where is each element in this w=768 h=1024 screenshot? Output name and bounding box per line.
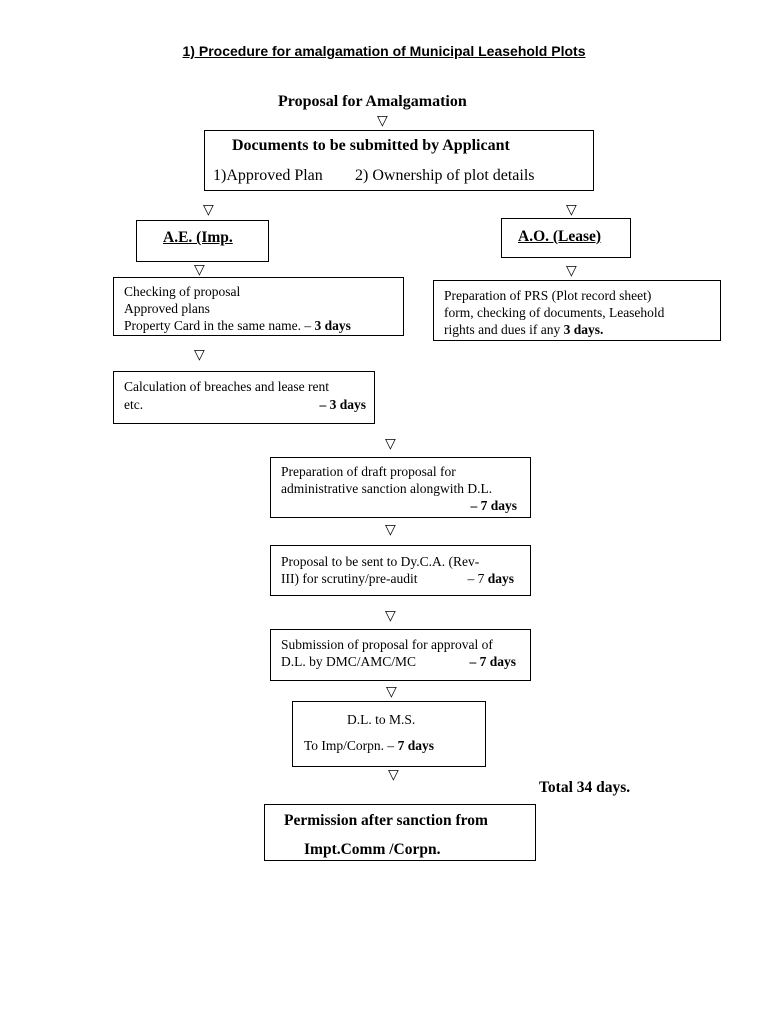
arrow-down-icon: ▽ [388,767,399,783]
documents-item-ownership: 2) Ownership of plot details [355,167,535,184]
arrow-down-icon: ▽ [194,262,205,278]
breaches-line-2: etc. [124,397,144,412]
dl-days: 7 days [397,738,434,753]
submission-days: – 7 days [469,654,516,669]
prs-box: Preparation of PRS (Plot record sheet) f… [433,280,721,341]
permission-line-1: Permission after sanction from [284,812,488,829]
dyca-days: days [487,571,514,586]
breaches-line-1: Calculation of breaches and lease rent [124,379,330,394]
submission-box: Submission of proposal for approval of D… [270,629,531,681]
documents-box: Documents to be submitted by Applicant 1… [204,130,594,191]
draft-line-2: administrative sanction alongwith D.L. [281,481,493,496]
ae-imp-label: A.E. (Imp. [163,229,233,246]
checking-line-2: Approved plans [124,301,210,316]
permission-line-2: Impt.Comm /Corpn. [304,841,441,858]
prs-line-2: form, checking of documents, Leasehold [444,305,665,320]
prs-days: 3 days. [563,322,604,337]
dl-line-1: D.L. to M.S. [347,712,416,727]
breaches-box: Calculation of breaches and lease rent e… [113,371,375,424]
checking-line-1: Checking of proposal [124,284,241,299]
submission-line-1: Submission of proposal for approval of [281,637,493,652]
arrow-down-icon: ▽ [194,347,205,363]
arrow-down-icon: ▽ [566,202,577,218]
breaches-days: – 3 days [319,397,366,412]
dl-line-2: To Imp/Corpn. – [304,738,395,753]
arrow-down-icon: ▽ [566,263,577,279]
prs-line-3: rights and dues if any [444,322,564,337]
arrow-down-icon: ▽ [377,113,388,129]
ae-imp-box: A.E. (Imp. [136,220,269,262]
permission-box: Permission after sanction from Impt.Comm… [264,804,536,861]
arrow-down-icon: ▽ [385,436,396,452]
ao-lease-box: A.O. (Lease) [501,218,631,258]
ao-lease-label: A.O. (Lease) [518,228,602,245]
checking-days: 3 days [314,318,351,333]
proposal-heading: Proposal for Amalgamation [278,93,467,110]
total-days: Total 34 days. [539,779,631,796]
page-title: 1) Procedure for amalgamation of Municip… [182,43,586,59]
prs-line-1: Preparation of PRS (Plot record sheet) [444,288,652,303]
arrow-down-icon: ▽ [386,684,397,700]
dyca-dash: – 7 [467,571,485,586]
documents-heading: Documents to be submitted by Applicant [232,137,510,154]
dl-ms-box: D.L. to M.S. To Imp/Corpn. – 7 days [292,701,486,767]
draft-proposal-box: Preparation of draft proposal for admini… [270,457,531,518]
arrow-down-icon: ▽ [203,202,214,218]
dyca-line-1: Proposal to be sent to Dy.C.A. (Rev- [281,554,480,569]
checking-line-3: Property Card in the same name. – [124,318,312,333]
arrow-down-icon: ▽ [385,608,396,624]
documents-item-approved-plan: 1)Approved Plan [213,167,323,184]
dyca-line-2: III) for scrutiny/pre-audit [281,571,418,586]
draft-days: – 7 days [470,498,517,513]
dyca-box: Proposal to be sent to Dy.C.A. (Rev- III… [270,545,531,596]
checking-proposal-box: Checking of proposal Approved plans Prop… [113,277,404,336]
submission-line-2: D.L. by DMC/AMC/MC [281,654,417,669]
draft-line-1: Preparation of draft proposal for [281,464,456,479]
arrow-down-icon: ▽ [385,522,396,538]
